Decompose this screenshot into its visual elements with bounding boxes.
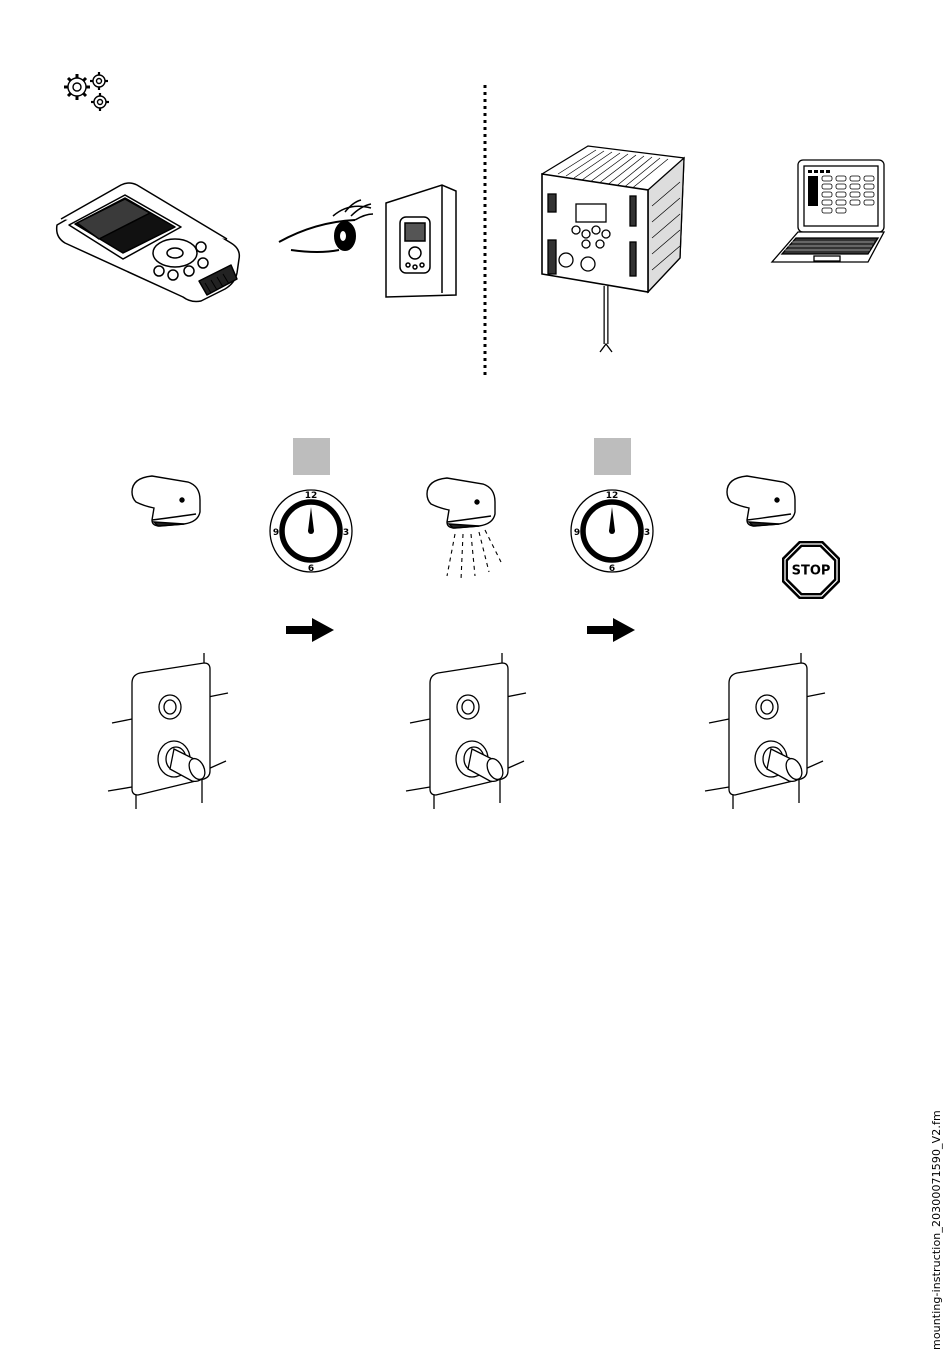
- laptop-icon: [768, 158, 888, 266]
- eye-icon: [275, 198, 375, 266]
- flush-panel-icon: [705, 653, 829, 809]
- dial-label-3: 3: [644, 528, 650, 538]
- dial-label-12: 12: [606, 491, 619, 501]
- faucet-spray-icon: [425, 476, 505, 582]
- dial-label-6: 6: [609, 564, 615, 574]
- dial-label-12: 12: [305, 491, 318, 501]
- dial-label-3: 3: [343, 528, 349, 538]
- arrow-right-icon: [286, 617, 334, 643]
- dial-label-9: 9: [273, 528, 279, 538]
- dial-label-6: 6: [308, 564, 314, 574]
- control-unit-icon: [538, 146, 686, 354]
- step-marker: [594, 438, 631, 475]
- timer-dial-icon: 12 3 6 9: [268, 487, 354, 575]
- timer-dial-icon: 12 3 6 9: [569, 487, 655, 575]
- flush-panel-icon: [108, 653, 232, 809]
- faucet-icon: [130, 474, 205, 530]
- handheld-programmer-icon: [55, 183, 245, 303]
- arrow-right-icon: [587, 617, 635, 643]
- step-marker: [293, 438, 330, 475]
- footer-filename: mounting-instruction_20300071590_V2.fm: [930, 1110, 943, 1350]
- faucet-icon: [725, 474, 800, 530]
- dotted-divider: [482, 85, 488, 377]
- dial-label-9: 9: [574, 528, 580, 538]
- gears-icon: [62, 70, 114, 112]
- stop-sign-label: STOP: [792, 564, 831, 579]
- manual-booklet-icon: [382, 183, 462, 299]
- stop-sign-icon: STOP: [781, 540, 841, 600]
- flush-panel-icon: [406, 653, 530, 809]
